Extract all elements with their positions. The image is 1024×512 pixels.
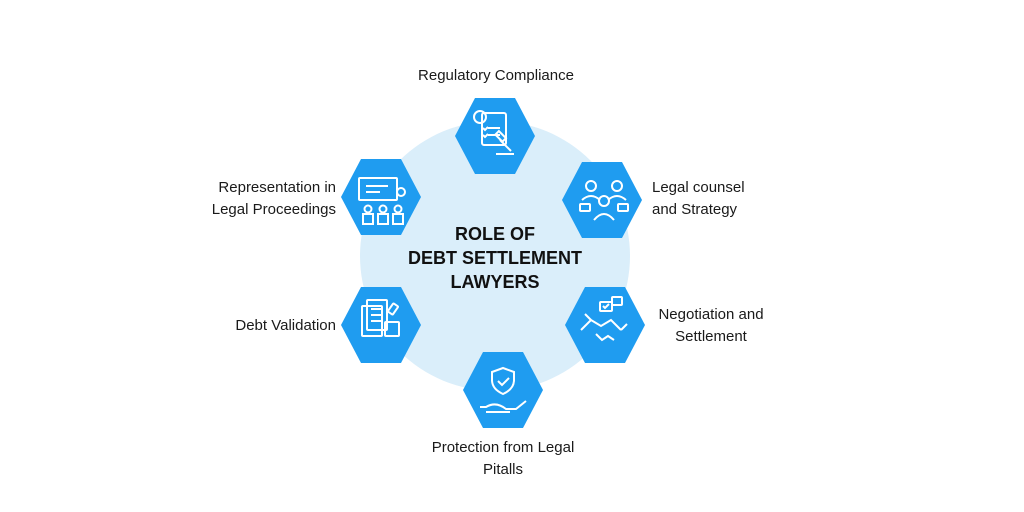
label-negotiation: Negotiation and Settlement	[649, 304, 773, 348]
node-negotiation-hexagon	[565, 287, 645, 363]
label-counsel-line-2: and Strategy	[652, 201, 738, 218]
label-validation: Debt Validation	[196, 315, 336, 337]
label-regulatory-line-1: Regulatory Compliance	[418, 67, 574, 84]
document-stamp-icon	[361, 299, 400, 337]
label-negotiation-line-1: Negotiation and	[658, 306, 764, 323]
label-representation: Representation in Legal Proceedings	[166, 177, 336, 221]
label-counsel: Legal counsel and Strategy	[652, 177, 745, 221]
label-negotiation-line-2: Settlement	[675, 328, 747, 345]
handshake-icon	[580, 296, 628, 342]
label-representation-line-1: Representation in	[218, 179, 336, 196]
label-regulatory: Regulatory Compliance	[406, 65, 586, 87]
center-title-line-2: DEBT SETTLEMENT	[408, 248, 582, 268]
node-representation-hexagon	[341, 159, 421, 235]
center-title-line-3: LAWYERS	[450, 272, 540, 292]
presentation-audience-icon	[358, 177, 406, 225]
label-validation-line-1: Debt Validation	[235, 317, 336, 334]
node-validation-hexagon	[341, 287, 421, 363]
center-title: ROLE OF DEBT SETTLEMENT LAWYERS	[360, 222, 630, 294]
certificate-gavel-icon	[473, 110, 514, 155]
shield-hand-icon	[480, 366, 527, 413]
center-title-line-1: ROLE OF	[455, 224, 535, 244]
label-protection-line-2: Pitalls	[482, 461, 523, 478]
label-counsel-line-1: Legal counsel	[652, 179, 745, 196]
label-protection-line-1: Protection from Legal	[431, 439, 575, 456]
node-protection-hexagon	[463, 352, 543, 428]
team-discussion-icon	[579, 180, 629, 221]
node-counsel-hexagon	[562, 162, 642, 238]
label-protection: Protection from Legal Pitalls	[413, 437, 593, 481]
node-regulatory-hexagon	[455, 98, 535, 174]
label-representation-line-2: Legal Proceedings	[211, 201, 336, 218]
